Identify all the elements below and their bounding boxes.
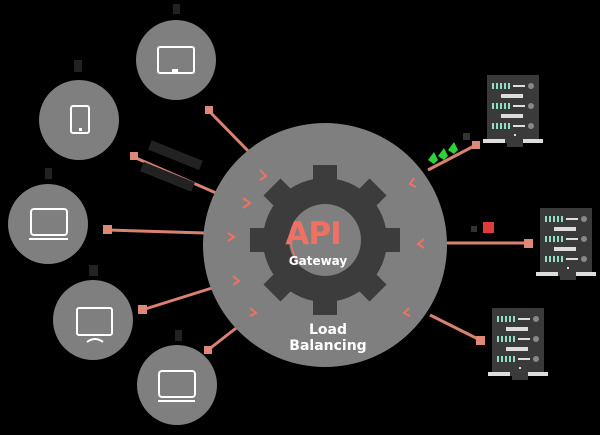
load-balancing-caption: Load Balancing [289, 322, 367, 354]
connector-endpoints [103, 106, 533, 354]
monitor-icon [157, 46, 195, 74]
status-green-markers [428, 142, 458, 164]
status-dark-marker-2 [471, 226, 477, 232]
server-top[interactable] [483, 75, 543, 147]
server-rack-icon [536, 208, 596, 280]
connector-server-top [427, 143, 477, 172]
endpoint-server-middle [524, 239, 533, 248]
tablet-icon [70, 105, 90, 134]
faint-connector-labels [140, 140, 203, 192]
endpoint-tablet [130, 152, 138, 160]
status-red-marker [483, 222, 494, 233]
chevron-in-4 [232, 275, 241, 286]
server-rack-icon [488, 308, 548, 380]
connector-tv [141, 286, 213, 312]
connector-monitor-top [208, 110, 257, 160]
gear-icon [250, 165, 400, 315]
endpoint-laptop-bottom [204, 346, 212, 354]
connector-laptop-left [107, 228, 206, 235]
tv-icon [76, 307, 113, 343]
chevron-in-3 [227, 232, 236, 242]
endpoint-tv [138, 305, 147, 314]
chevron-in-2 [242, 197, 252, 209]
endpoint-laptop-left [103, 225, 112, 234]
server-rack-icon [483, 75, 543, 147]
client-laptop-left[interactable] [8, 168, 88, 264]
laptop-icon [158, 370, 196, 402]
flow-chevrons [227, 169, 425, 317]
client-tv[interactable] [53, 265, 133, 360]
client-laptop-bottom[interactable] [137, 330, 217, 425]
chevron-in-1 [259, 169, 268, 181]
gateway-label: Gateway [288, 254, 348, 268]
connectors [107, 110, 528, 352]
connector-server-bottom [429, 313, 481, 342]
api-label: API [285, 216, 341, 252]
endpoint-server-top [472, 141, 480, 149]
client-tablet[interactable] [39, 60, 119, 160]
chevron-out-2 [416, 238, 425, 249]
chevron-out-1 [408, 177, 417, 188]
connector-laptop-bottom [207, 323, 241, 352]
endpoint-monitor-top [205, 106, 213, 114]
laptop-icon [29, 208, 68, 240]
chevron-in-5 [249, 307, 258, 317]
chevron-out-3 [402, 307, 411, 317]
endpoint-server-bottom [476, 336, 485, 345]
status-dark-marker [463, 133, 470, 140]
server-bottom[interactable] [488, 308, 548, 380]
server-middle[interactable] [536, 208, 596, 280]
client-monitor-top[interactable] [136, 4, 216, 100]
